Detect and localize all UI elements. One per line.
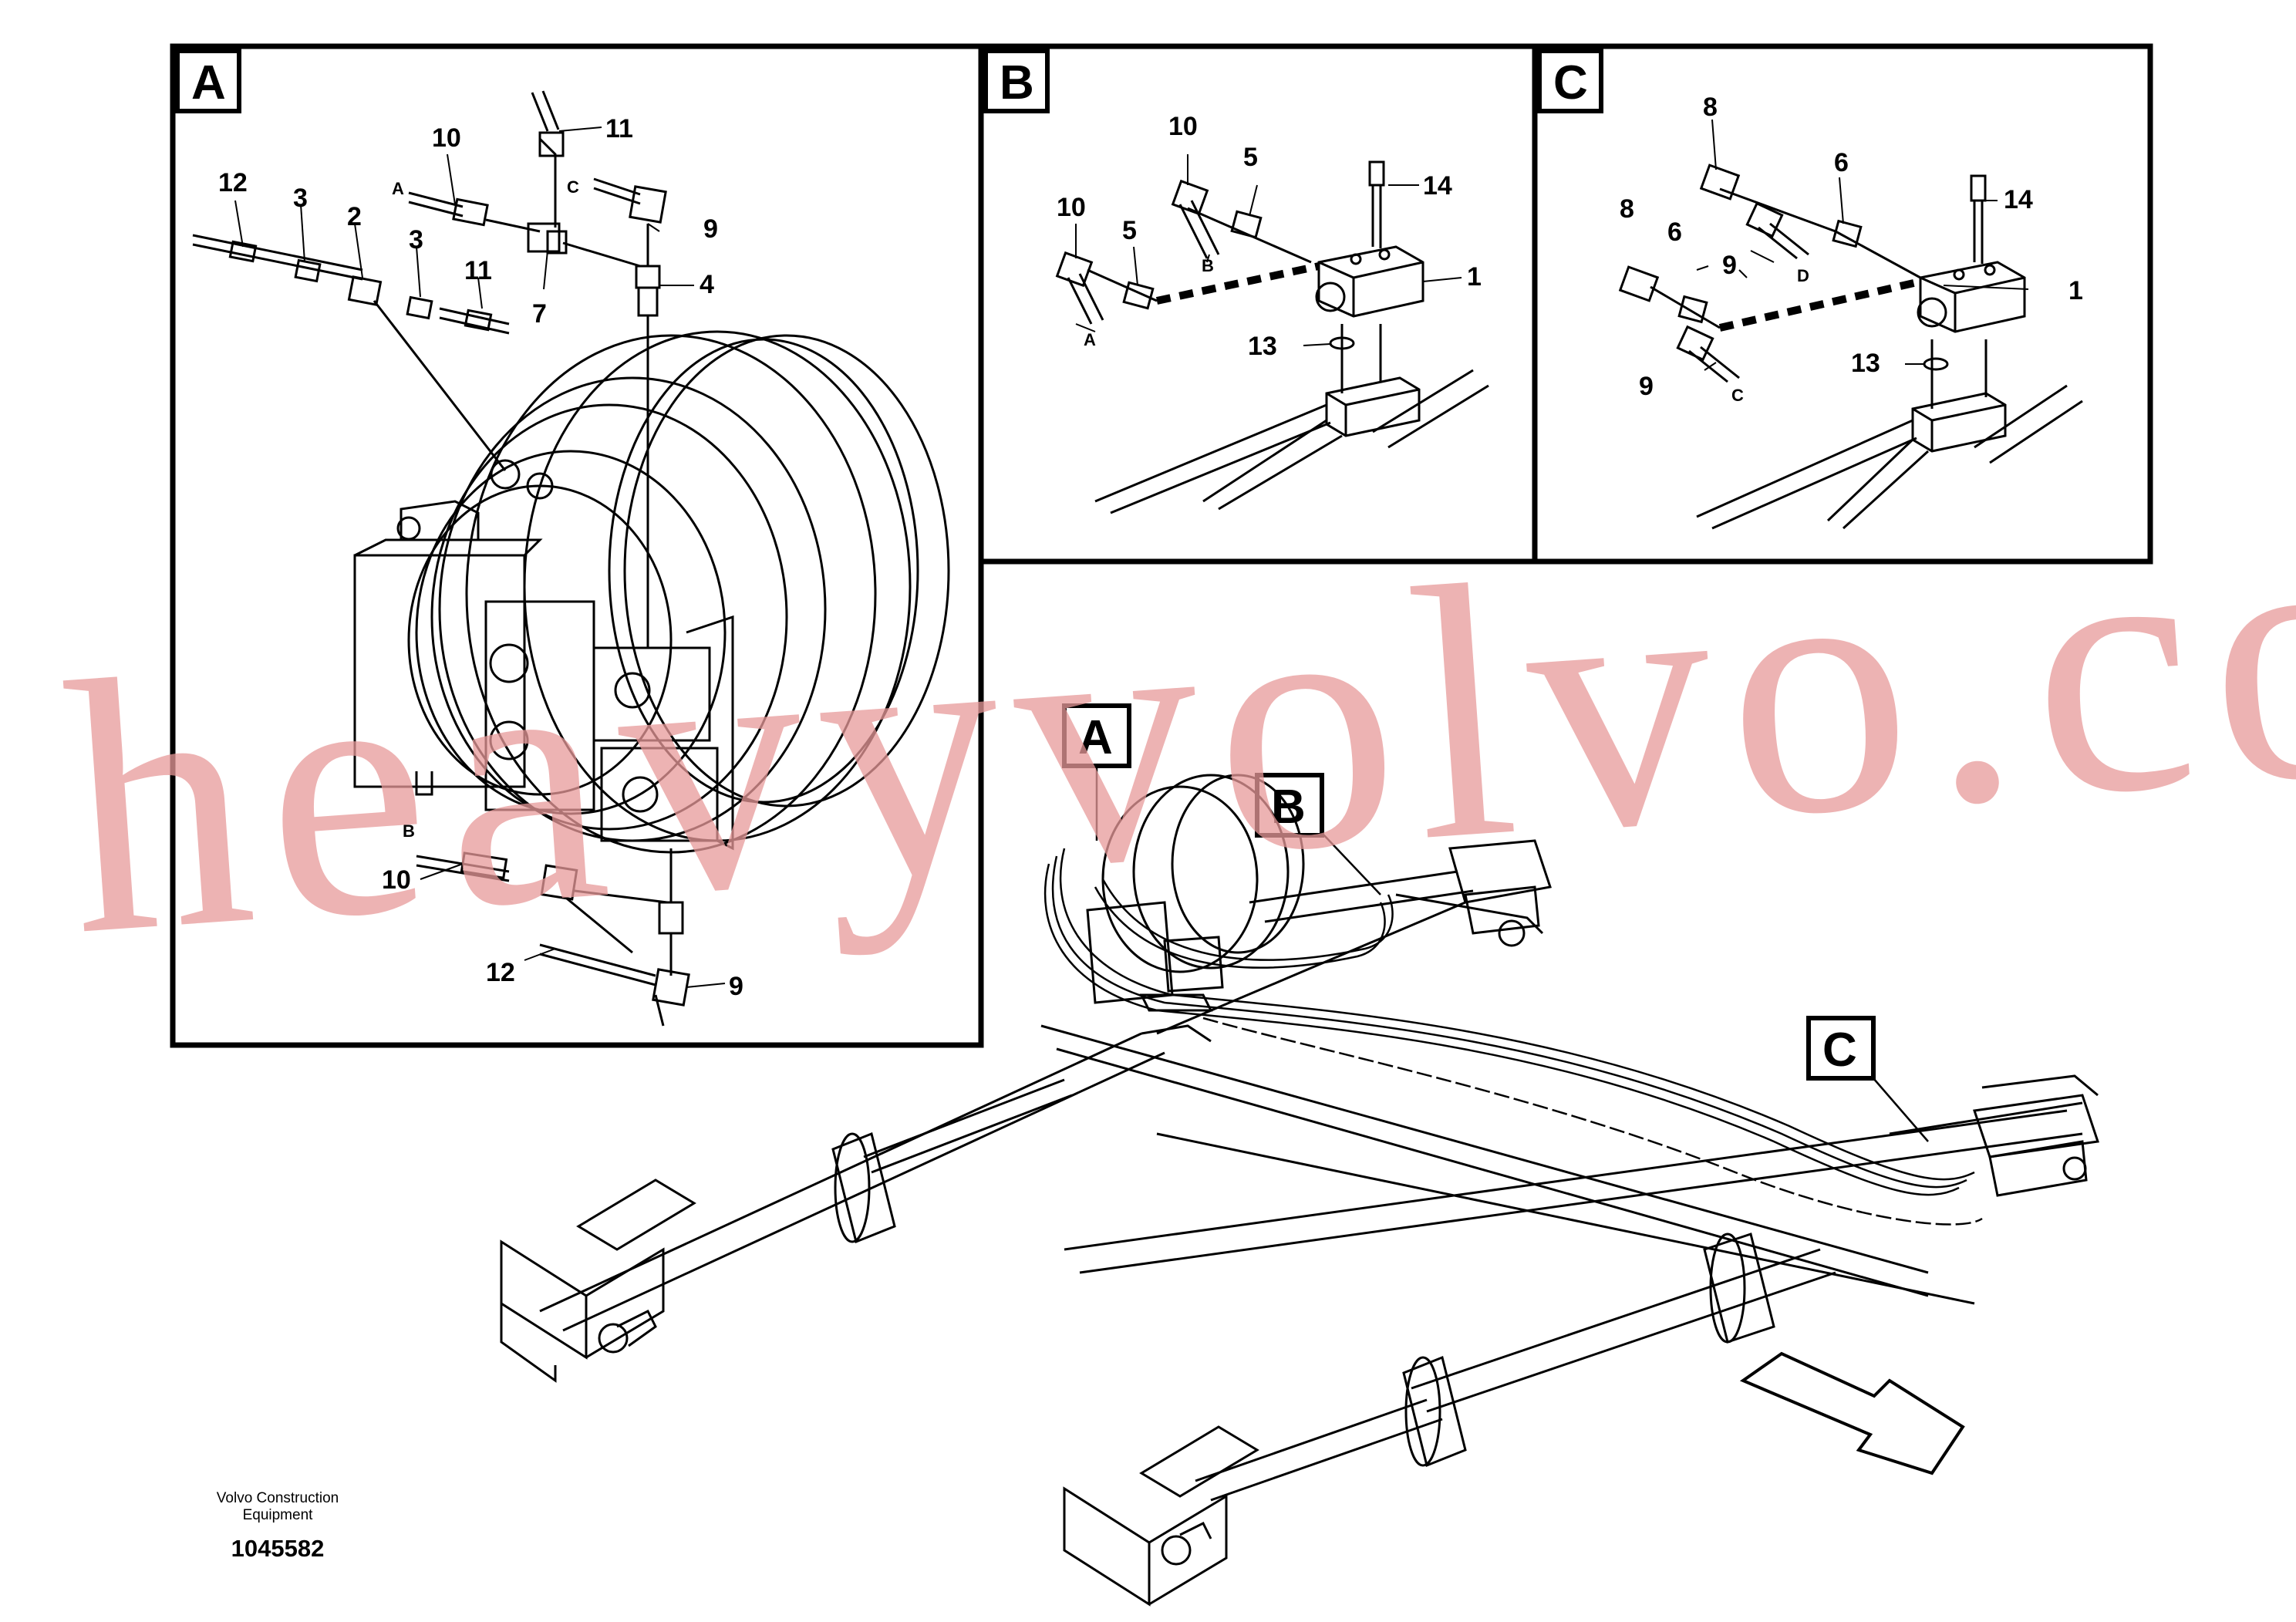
panel-b-tag: B [1000,56,1034,110]
panel-c-leaders [1696,119,2029,371]
drawing-number: 1045582 [231,1535,325,1562]
company-line-2: Equipment [242,1507,313,1523]
port-b: B [1202,256,1214,275]
part-9: 9 [703,214,718,244]
part-6: 6 [1834,148,1849,177]
part-10: 10 [1168,112,1198,141]
part-7: 7 [532,299,547,329]
callout-b-box [1255,773,1324,838]
part-8: 8 [1703,93,1718,122]
panel-b-frame [978,43,1538,565]
part-5: 5 [1122,216,1137,245]
part-4: 4 [700,270,714,299]
part-10: 10 [432,123,461,153]
travel-motor-drawing [353,330,950,854]
port-a: A [392,179,404,198]
part-8: 8 [1620,194,1634,224]
port-a: A [1084,330,1096,349]
panel-a-fittings [192,90,690,1027]
panel-c-tag: C [1553,56,1588,110]
part-13: 13 [1851,349,1880,378]
overview-hoses [1043,848,1983,1226]
callout-leaders [1095,766,1929,1142]
part-14: 14 [1423,171,1452,201]
panel-c-tag-box [1537,49,1603,113]
callout-a-label: A [1078,711,1113,764]
travel-direction-arrow-icon [1739,1351,1965,1475]
panel-c-drawing [1618,164,2083,530]
callout-b-label: B [1271,781,1306,834]
undercarriage-frame [500,839,2099,1607]
port-c: C [567,177,579,197]
part-3: 3 [409,225,423,255]
part-1: 1 [2068,276,2083,305]
panel-b-drawing [1055,160,1489,514]
port-b: B [403,821,415,841]
panel-a-tag: A [191,56,226,110]
panel-b-leaders [1075,154,1462,346]
part-10: 10 [382,865,411,895]
part-11: 11 [464,256,492,285]
part-2: 2 [347,202,362,231]
part-6: 6 [1667,218,1682,247]
port-d: D [1797,266,1809,285]
company-line-1: Volvo Construction [216,1490,339,1506]
overview-travel-motor [1086,774,1305,1004]
callout-c-box [1806,1016,1876,1081]
part-9: 9 [1722,251,1737,280]
panel-c-frame [1532,43,2153,565]
part-14: 14 [2004,185,2033,214]
part-13: 13 [1248,332,1277,361]
part-9: 9 [1639,372,1654,401]
panel-b-tag-box [983,49,1050,113]
part-1: 1 [1467,262,1482,292]
port-c: C [1731,386,1744,405]
part-9: 9 [729,972,743,1001]
company-name: Volvo Construction Equipment [166,1490,389,1524]
panel-a-leaders [234,126,726,988]
part-12: 12 [486,958,515,987]
panel-a-tag-box [175,49,241,113]
part-12: 12 [218,168,248,197]
part-10: 10 [1057,193,1086,222]
part-3: 3 [293,184,308,213]
part-11: 11 [605,114,633,143]
part-5: 5 [1243,143,1258,172]
callout-c-label: C [1822,1023,1857,1077]
